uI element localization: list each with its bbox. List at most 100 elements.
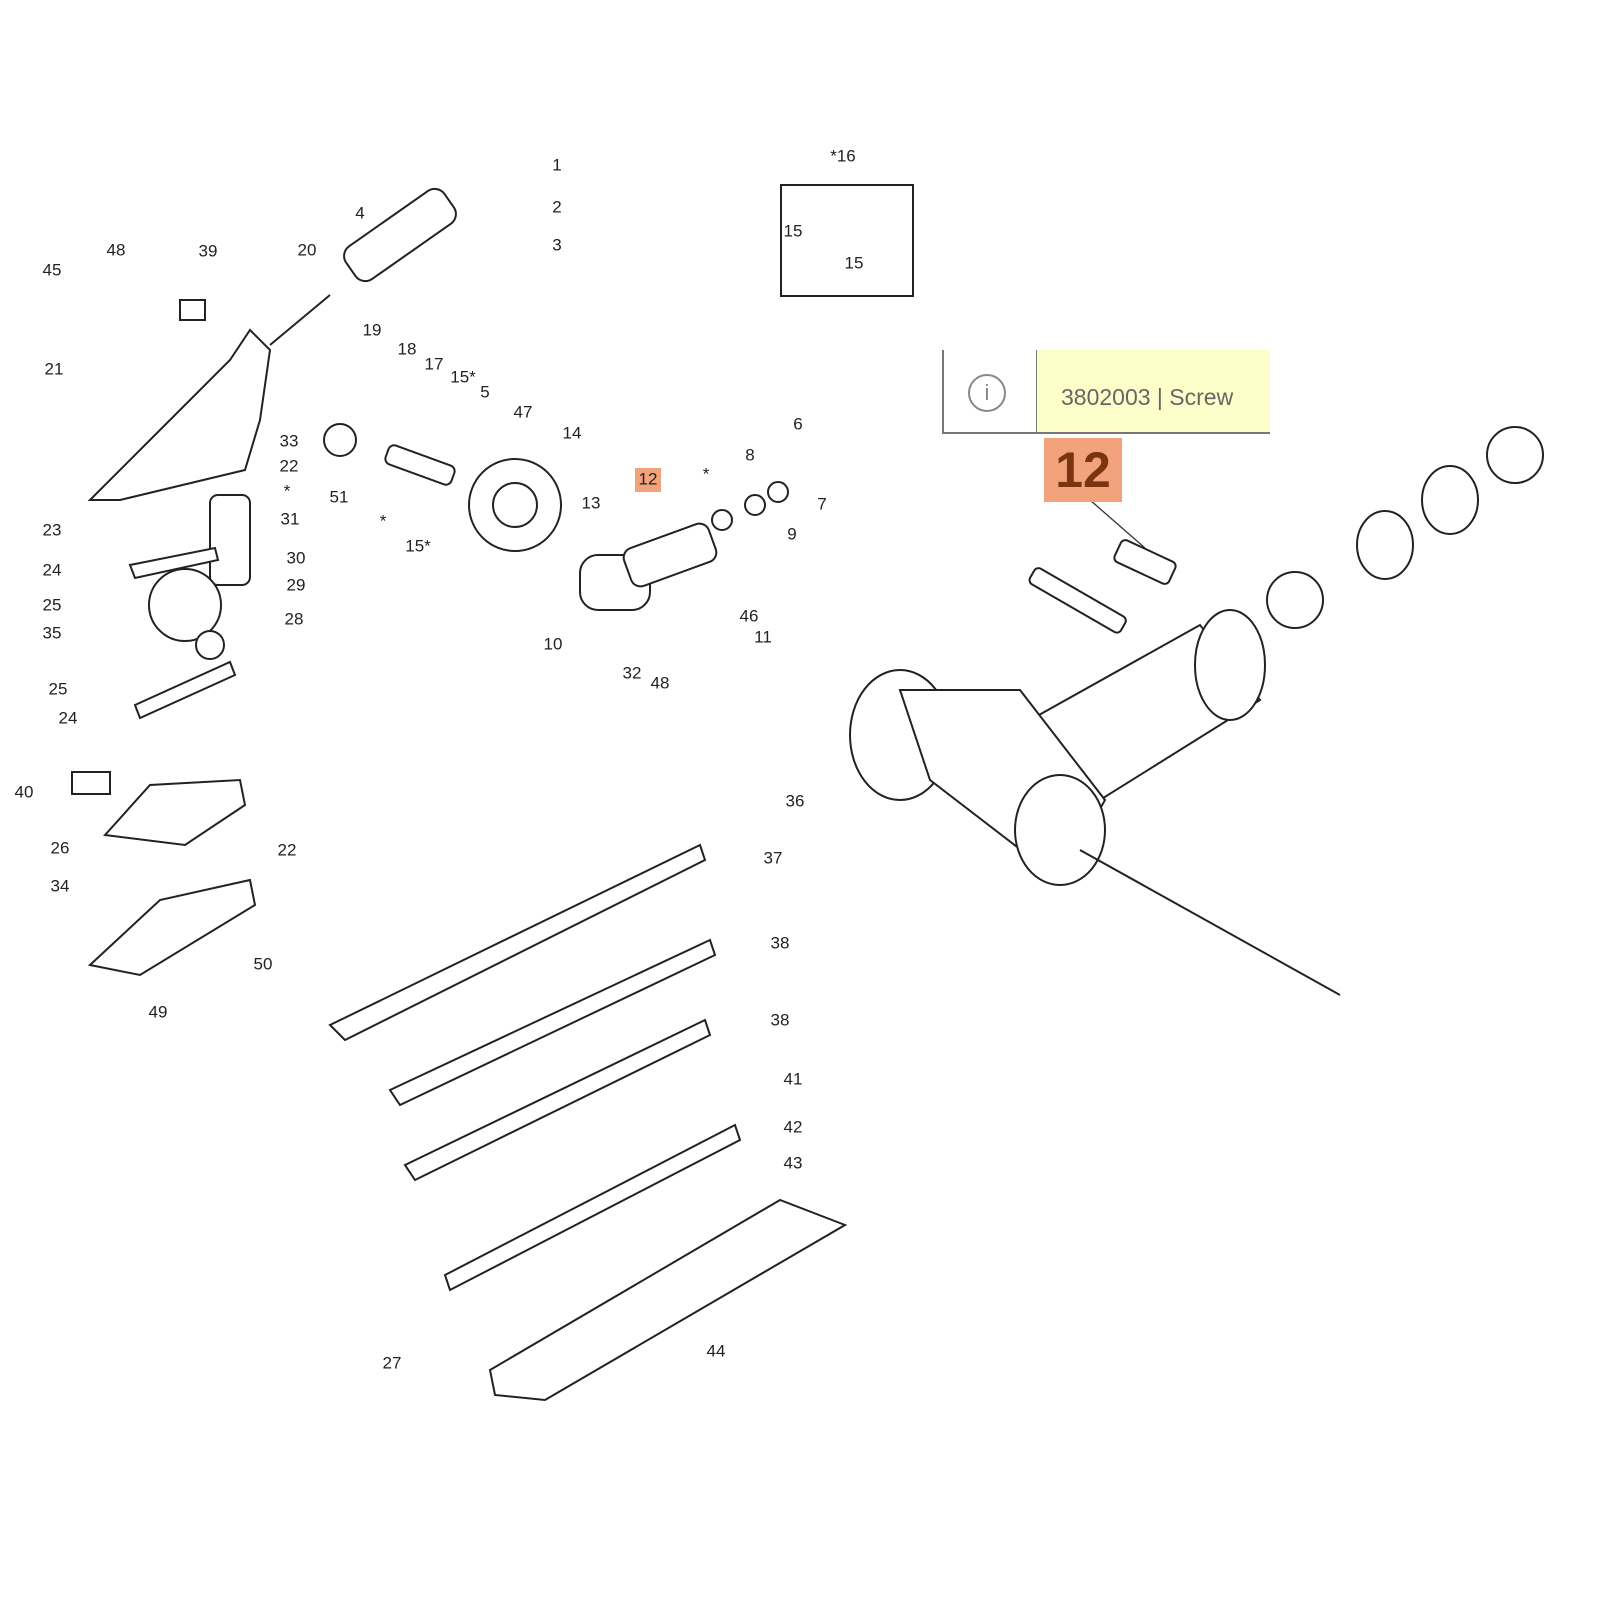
part-10-tube[interactable] — [621, 521, 719, 589]
part-label[interactable]: 48 — [107, 240, 126, 259]
part-label[interactable]: 34 — [51, 876, 70, 895]
part-label[interactable]: 27 — [383, 1353, 402, 1372]
part-label[interactable]: 6 — [793, 414, 802, 433]
part-label[interactable]: 24 — [59, 708, 78, 727]
part-24-plate[interactable] — [128, 546, 220, 580]
part-label[interactable]: 21 — [45, 359, 64, 378]
part-label[interactable]: 22 — [280, 456, 299, 475]
part-tooltip: i 3802003 | Screw — [942, 350, 1270, 434]
part-label[interactable]: 38 — [771, 933, 790, 952]
part-label[interactable]: 49 — [149, 1002, 168, 1021]
part-34-housing[interactable] — [87, 878, 257, 977]
large-gearbox-flange — [1194, 609, 1266, 721]
large-bevel-gear — [1266, 571, 1324, 629]
part-38-blade[interactable] — [388, 938, 717, 1107]
part-label[interactable]: 10 — [544, 634, 563, 653]
part-label[interactable]: 42 — [784, 1117, 803, 1136]
part-42-strip[interactable] — [443, 1123, 742, 1292]
callout-label-12[interactable]: 12 — [1044, 438, 1122, 502]
callout-leader — [1089, 499, 1146, 549]
part-label[interactable]: 47 — [514, 402, 533, 421]
part-31-gear-stack[interactable] — [209, 494, 251, 586]
part-label[interactable]: 5 — [480, 382, 489, 401]
part-label[interactable]: 28 — [285, 609, 304, 628]
part-label[interactable]: 48 — [651, 673, 670, 692]
part-label[interactable]: 44 — [707, 1341, 726, 1360]
part-label[interactable]: 37 — [764, 848, 783, 867]
part-label[interactable]: 24 — [43, 560, 62, 579]
part-label[interactable]: 12 — [639, 469, 658, 488]
part-35-gear[interactable] — [148, 568, 222, 642]
part-label[interactable]: *16 — [830, 146, 856, 165]
part-8-bearing[interactable] — [767, 481, 789, 503]
part-label[interactable]: 31 — [281, 509, 300, 528]
large-screw-12[interactable] — [1113, 538, 1178, 585]
part-15-shaft[interactable] — [384, 444, 457, 487]
part-label[interactable]: 22 — [278, 840, 297, 859]
part-label[interactable]: 19 — [363, 320, 382, 339]
part-14-hole — [492, 482, 538, 528]
part-39-lever[interactable] — [179, 299, 206, 321]
part-40-clip[interactable] — [71, 771, 111, 795]
part-label[interactable]: 14 — [563, 423, 582, 442]
highlight-box — [635, 468, 661, 492]
part-label[interactable]: * — [380, 511, 387, 530]
part-4-handle[interactable] — [339, 184, 460, 286]
part-label[interactable]: 46 — [740, 606, 759, 625]
part-26-plate[interactable] — [102, 778, 247, 847]
part-label[interactable]: 41 — [784, 1069, 803, 1088]
part-37-blade[interactable] — [328, 843, 707, 1042]
part-label[interactable]: 15* — [450, 367, 476, 386]
part-label[interactable]: 8 — [745, 445, 754, 464]
part-label[interactable]: 18 — [398, 339, 417, 358]
part-label[interactable]: * — [284, 481, 291, 500]
part-23-housing[interactable] — [87, 328, 272, 501]
part-label[interactable]: 17 — [425, 354, 444, 373]
part-label[interactable]: 20 — [298, 240, 317, 259]
part-label[interactable]: 3 — [552, 235, 561, 254]
part-label[interactable]: 26 — [51, 838, 70, 857]
part-9-bearing[interactable] — [744, 494, 766, 516]
part-51-oring[interactable] — [323, 423, 357, 457]
part-label[interactable]: 39 — [199, 241, 218, 260]
part-38-blade-lower[interactable] — [403, 1018, 712, 1182]
part-label[interactable]: 2 — [552, 197, 561, 216]
part-label[interactable]: 7 — [817, 494, 826, 513]
part-label[interactable]: 11 — [754, 627, 772, 646]
part-label[interactable]: 50 — [254, 954, 273, 973]
part-label[interactable]: 29 — [287, 575, 306, 594]
large-shaft-32 — [1079, 849, 1341, 996]
part-label[interactable]: 9 — [787, 524, 796, 543]
part-label[interactable]: 33 — [280, 431, 299, 450]
part-label[interactable]: 51 — [330, 487, 349, 506]
part-label[interactable]: 40 — [15, 782, 34, 801]
part-24-plate-lower[interactable] — [133, 660, 237, 720]
part-25-washer[interactable] — [195, 630, 225, 660]
part-drawings — [71, 184, 1544, 1402]
part-label[interactable]: 1 — [552, 155, 561, 174]
part-bevel-gear[interactable] — [711, 509, 733, 531]
part-label[interactable]: 45 — [43, 260, 62, 279]
part-44-guard[interactable] — [488, 1198, 848, 1402]
part-label[interactable]: 35 — [43, 623, 62, 642]
large-bearing-9 — [1356, 510, 1414, 580]
part-label[interactable]: 32 — [623, 663, 642, 682]
large-screw-13[interactable] — [1028, 566, 1128, 634]
part-label[interactable]: 15* — [405, 536, 431, 555]
large-bearing-8 — [1421, 465, 1479, 535]
part-label[interactable]: 30 — [287, 548, 306, 567]
part-label[interactable]: * — [703, 464, 710, 483]
part-label[interactable]: 23 — [43, 520, 62, 539]
part-label[interactable]: 25 — [49, 679, 68, 698]
part-label[interactable]: 15 — [845, 253, 864, 272]
part-label[interactable]: 15 — [784, 221, 803, 240]
part-label[interactable]: 36 — [786, 791, 805, 810]
large-gearbox-output — [1014, 774, 1106, 886]
part-20-rod[interactable] — [269, 294, 331, 346]
part-label[interactable]: 38 — [771, 1010, 790, 1029]
part-label[interactable]: 43 — [784, 1153, 803, 1172]
part-label[interactable]: 4 — [355, 203, 364, 222]
part-label[interactable]: 25 — [43, 595, 62, 614]
part-label[interactable]: 13 — [582, 493, 601, 512]
